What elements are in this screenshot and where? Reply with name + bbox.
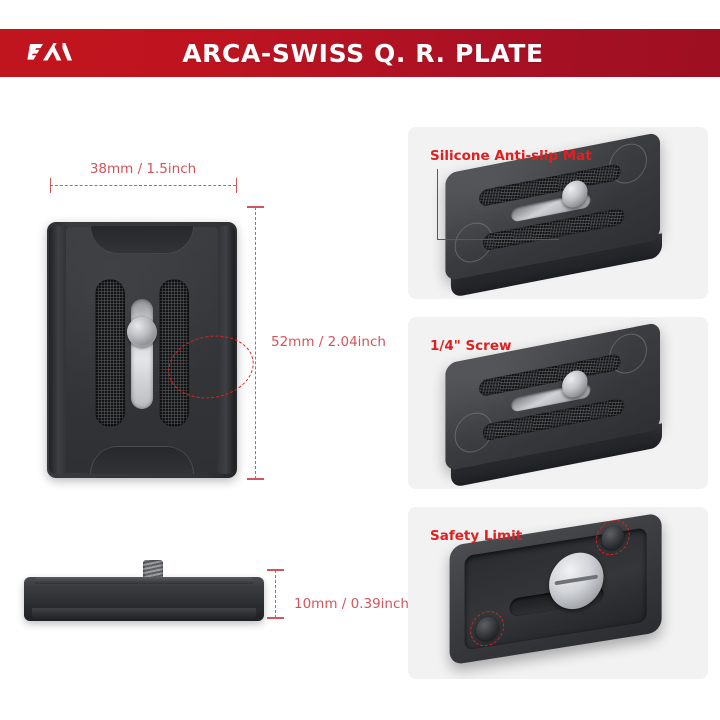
panel-label-quarter-inch-screw: 1/4" Screw (430, 338, 512, 354)
feature-panel-quarter-inch-screw[interactable]: 1/4" Screw (408, 317, 708, 489)
plate-rail-left (49, 226, 70, 474)
side-view-screw-thread (143, 560, 163, 581)
height-dimension-cap-top (247, 206, 264, 208)
leader-line-horizontal (437, 239, 559, 240)
thickness-dimension-label: 10mm / 0.39inch (294, 596, 409, 612)
quarter-inch-screw-head (127, 317, 157, 347)
ea-brand-logo-icon (26, 40, 72, 66)
plate-face (66, 226, 218, 474)
width-dimension-cap-left (50, 178, 51, 193)
height-dimension-cap-bottom (247, 478, 264, 480)
thickness-dimension-cap-bottom (267, 617, 284, 619)
feature-panel-safety-limit[interactable]: Safety Limit (408, 507, 708, 679)
side-view-body (24, 577, 264, 621)
panel-label-anti-slip-mat: Silicone Anti-slip Mat (430, 148, 592, 164)
center-slot (131, 299, 153, 409)
thickness-dimension-line (275, 570, 276, 618)
height-dimension-label: 52mm / 2.04inch (271, 334, 386, 350)
plate-body (47, 222, 237, 478)
quick-release-plate-top-view (47, 222, 237, 478)
page-title: ARCA-SWISS Q. R. PLATE (182, 38, 544, 68)
width-dimension-line (50, 185, 236, 186)
page-header: ARCA-SWISS Q. R. PLATE (0, 29, 720, 77)
height-dimension-line (255, 207, 256, 479)
feature-panel-anti-slip-mat[interactable]: Silicone Anti-slip Mat (408, 127, 708, 299)
width-dimension-cap-right (236, 178, 237, 193)
plate-notch-bottom (90, 446, 194, 474)
width-dimension-label: 38mm / 1.5inch (89, 161, 197, 177)
side-view-bevel (32, 608, 256, 620)
plate-notch-top (90, 226, 194, 254)
leader-line-vertical (437, 169, 438, 240)
thickness-dimension-cap-top (267, 569, 284, 571)
quick-release-plate-side-view (24, 560, 264, 622)
side-view-top-strip (35, 577, 253, 584)
plate-rail-right (214, 226, 235, 474)
anti-slip-mat-right (159, 279, 189, 427)
panel-label-safety-limit: Safety Limit (430, 528, 523, 544)
anti-slip-mat-left (95, 279, 125, 427)
